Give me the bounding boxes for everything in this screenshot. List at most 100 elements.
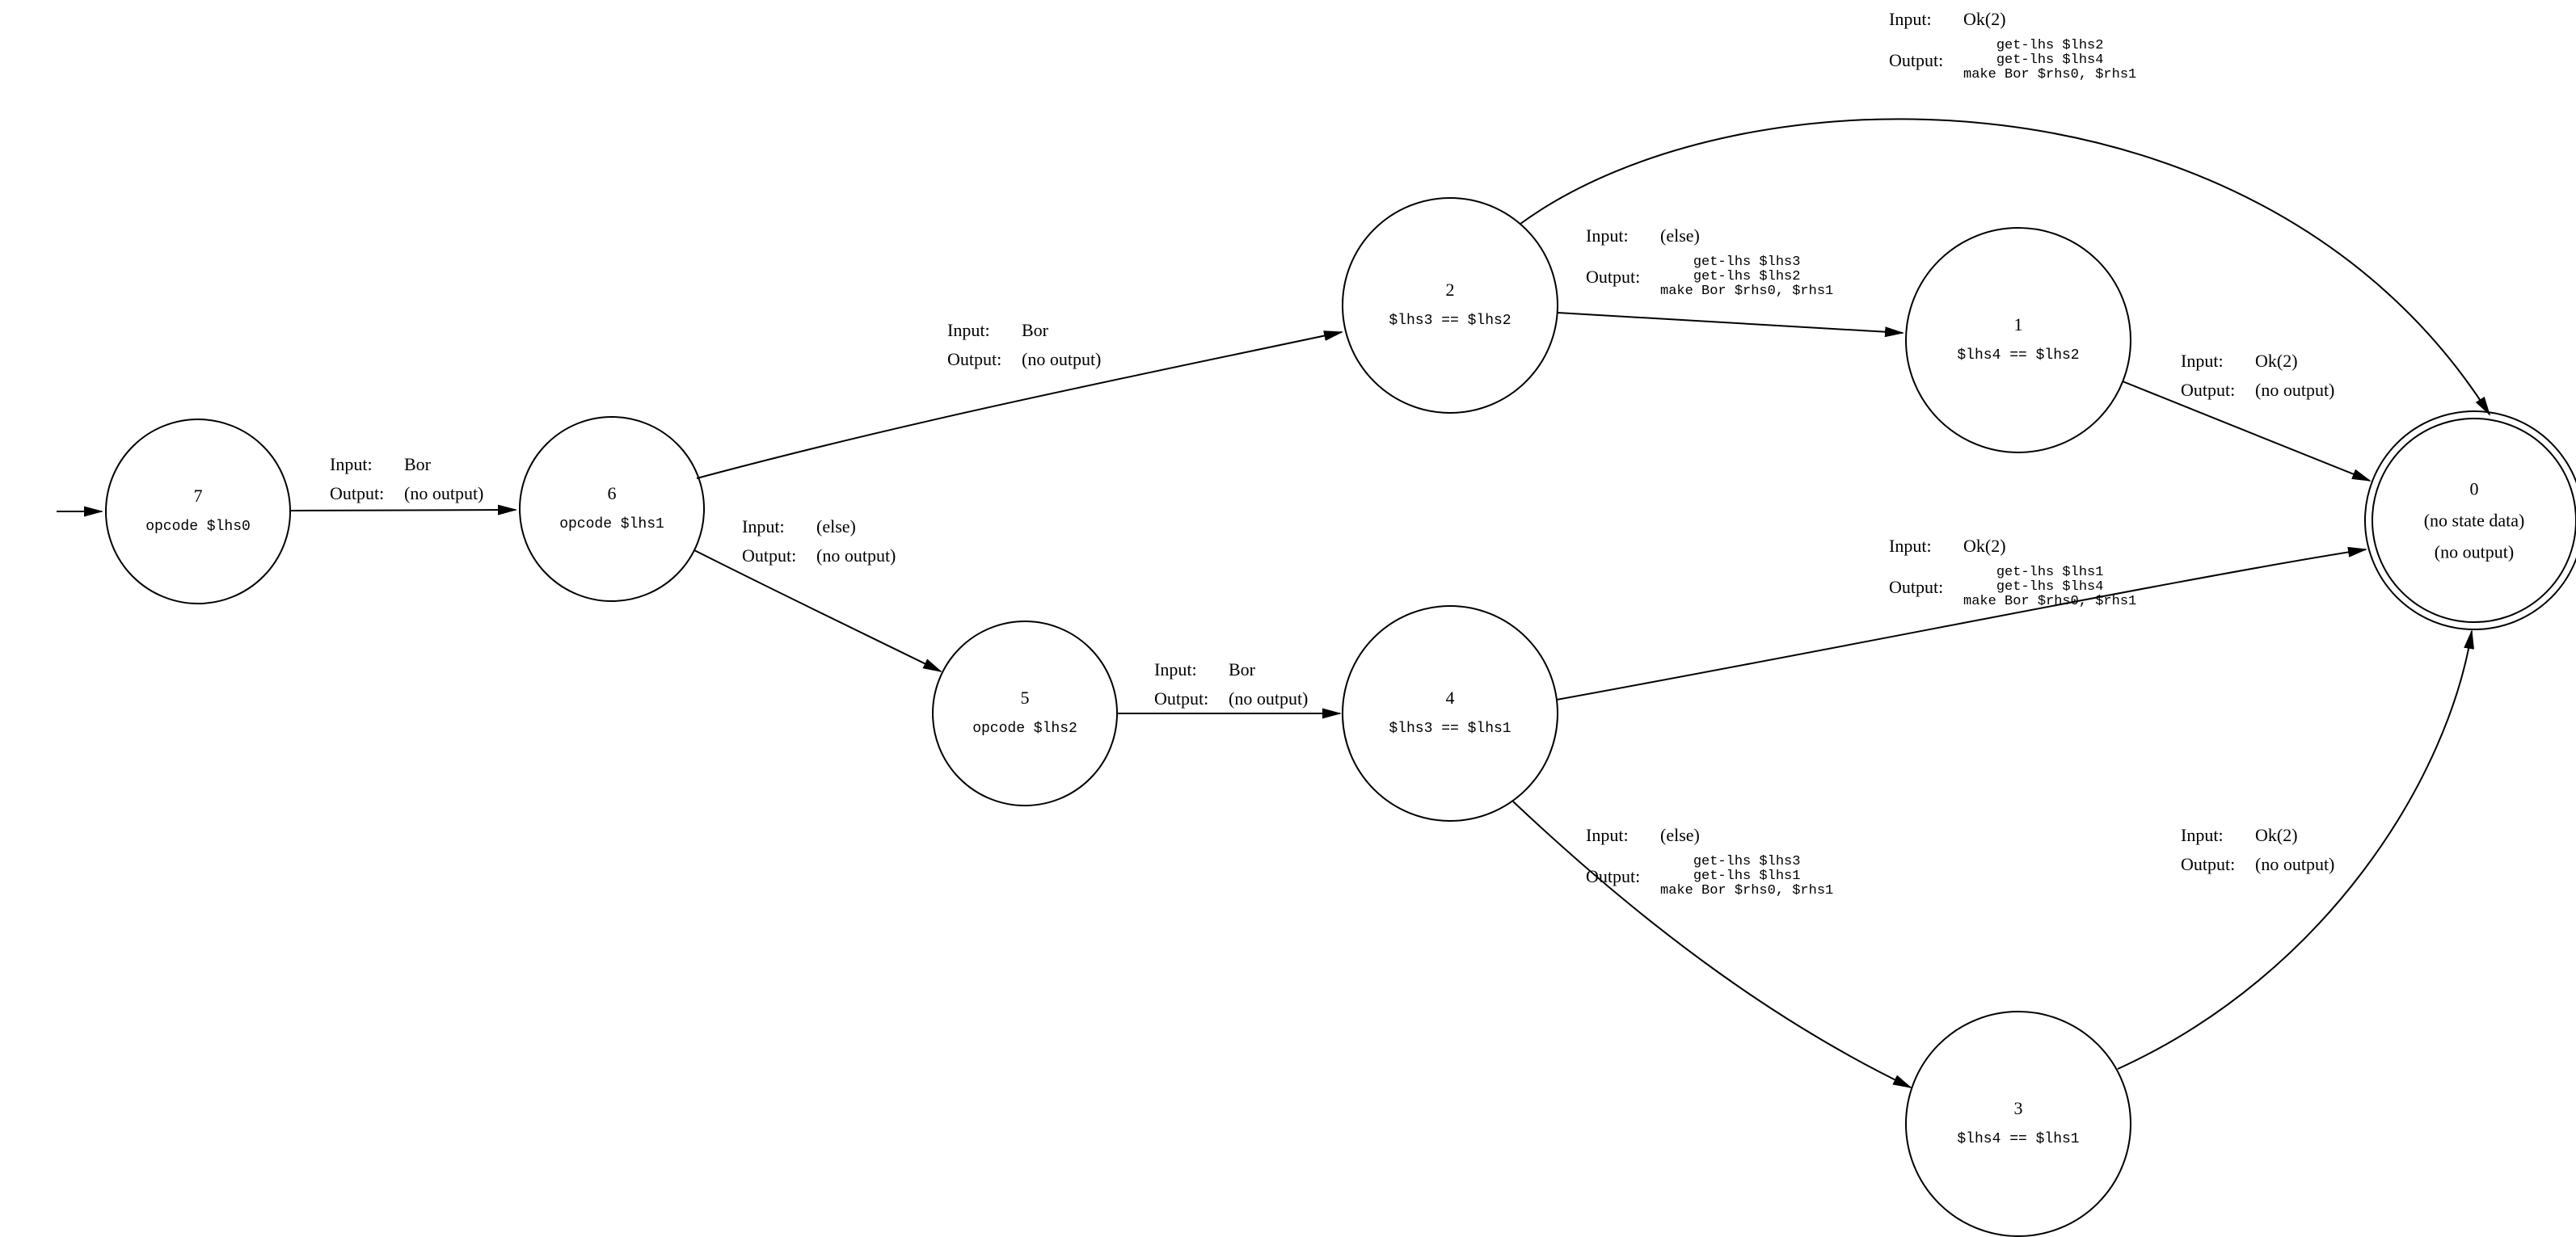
input-value: Ok(2) xyxy=(1963,9,2006,29)
input-key: Input: xyxy=(742,516,785,536)
input-value: (else) xyxy=(1660,225,1700,246)
state-id: 2 xyxy=(1445,280,1455,300)
state-id: 7 xyxy=(193,486,203,506)
input-key: Input: xyxy=(1154,659,1197,680)
edge-2-1 xyxy=(1557,312,1904,338)
edge-label-2-1: Input: (else) Output: get-lhs $lhs3 get-… xyxy=(1586,221,1833,299)
state-data: $lhs3 == $lhs2 xyxy=(1389,313,1511,329)
output-key: Output: xyxy=(1889,577,1944,597)
input-key: Input: xyxy=(1889,536,1932,556)
state-data-line1: (no state data) xyxy=(2423,510,2525,531)
output-line: make Bor $rhs0, $rhs1 xyxy=(1963,67,2137,82)
output-key: Output: xyxy=(2181,380,2236,400)
state-node-0: 0 (no state data) (no output) xyxy=(2424,473,2525,568)
output-line: get-lhs $lhs4 xyxy=(1996,53,2104,68)
state-node-4: 4 $lhs3 == $lhs1 xyxy=(1389,682,1511,745)
output-value: (no output) xyxy=(816,545,896,566)
output-line: get-lhs $lhs4 xyxy=(1996,579,2104,595)
output-key: Output: xyxy=(2181,854,2236,874)
state-id: 4 xyxy=(1445,688,1455,708)
state-node-2: 2 $lhs3 == $lhs2 xyxy=(1389,274,1511,337)
output-line: get-lhs $lhs2 xyxy=(1996,38,2104,53)
output-line: get-lhs $lhs1 xyxy=(1996,565,2104,580)
input-value: (else) xyxy=(1660,825,1700,845)
state-id: 0 xyxy=(2469,478,2479,499)
output-value: (no output) xyxy=(2255,854,2335,874)
state-id: 6 xyxy=(607,483,617,503)
state-circle-7 xyxy=(105,419,291,604)
output-value: get-lhs $lhs2 get-lhs $lhs4 make Bor $rh… xyxy=(1963,39,2136,82)
edge-4-0 xyxy=(1556,546,2367,701)
edge-label-4-0: Input: Ok(2) Output: get-lhs $lhs1 get-l… xyxy=(1889,532,2136,609)
state-node-1: 1 $lhs4 == $lhs2 xyxy=(1957,309,2079,372)
state-node-5: 5 opcode $lhs2 xyxy=(972,682,1077,745)
output-value: get-lhs $lhs1 get-lhs $lhs4 make Bor $rh… xyxy=(1963,566,2136,609)
input-key: Input: xyxy=(330,454,373,474)
state-circle-1 xyxy=(1905,227,2131,453)
output-key: Output: xyxy=(742,545,797,566)
output-line: get-lhs $lhs3 xyxy=(1693,255,1801,270)
state-id: 5 xyxy=(1020,688,1030,708)
state-node-3: 3 $lhs4 == $lhs1 xyxy=(1957,1092,2079,1155)
input-value: Ok(2) xyxy=(2255,351,2298,371)
edge-label-3-0: Input: Ok(2) Output: (no output) xyxy=(2181,821,2334,879)
input-key: Input: xyxy=(1889,9,1932,29)
edge-label-5-4: Input: Bor Output: (no output) xyxy=(1154,655,1308,713)
edge-label-4-3: Input: (else) Output: get-lhs $lhs3 get-… xyxy=(1586,821,1833,898)
state-data: opcode $lhs0 xyxy=(145,519,251,535)
edge-label-1-0: Input: Ok(2) Output: (no output) xyxy=(2181,347,2334,405)
output-key: Output: xyxy=(1586,267,1641,287)
state-circle-6 xyxy=(519,416,705,602)
input-value: (else) xyxy=(816,516,856,536)
output-line: make Bor $rhs0, $rhs1 xyxy=(1963,594,2137,609)
output-value: get-lhs $lhs3 get-lhs $lhs1 make Bor $rh… xyxy=(1660,855,1833,898)
state-node-6: 6 opcode $lhs1 xyxy=(559,478,664,541)
edge-6-5 xyxy=(694,549,942,672)
output-line: get-lhs $lhs3 xyxy=(1693,854,1801,869)
edge-label-6-5: Input: (else) Output: (no output) xyxy=(742,512,896,570)
input-key: Input: xyxy=(1586,225,1629,246)
input-key: Input: xyxy=(947,320,990,340)
output-key: Output: xyxy=(1889,50,1944,70)
output-key: Output: xyxy=(1586,866,1641,886)
output-value: (no output) xyxy=(404,483,484,503)
input-value: Bor xyxy=(1229,659,1255,680)
output-key: Output: xyxy=(330,483,385,503)
output-line: get-lhs $lhs2 xyxy=(1693,269,1801,284)
state-circle-3 xyxy=(1905,1011,2131,1237)
state-circle-4 xyxy=(1342,605,1558,822)
input-key: Input: xyxy=(2181,825,2224,845)
output-line: make Bor $rhs0, $rhs1 xyxy=(1660,284,1834,299)
state-data: opcode $lhs1 xyxy=(559,516,664,532)
input-value: Ok(2) xyxy=(1963,536,2006,556)
state-circle-0-inner xyxy=(2372,418,2576,623)
state-id: 1 xyxy=(2013,314,2023,334)
input-key: Input: xyxy=(1586,825,1629,845)
state-data: $lhs4 == $lhs1 xyxy=(1957,1131,2080,1147)
state-circle-2 xyxy=(1342,197,1558,414)
edge-1-0 xyxy=(2122,381,2372,482)
input-key: Input: xyxy=(2181,351,2224,371)
edge-7-6 xyxy=(289,504,517,515)
edge-label-7-6: Input: Bor Output: (no output) xyxy=(330,450,483,508)
input-value: Bor xyxy=(404,454,431,474)
state-data: $lhs4 == $lhs2 xyxy=(1957,347,2080,364)
state-id: 3 xyxy=(2013,1098,2023,1118)
output-value: (no output) xyxy=(2255,380,2335,400)
output-value: get-lhs $lhs3 get-lhs $lhs2 make Bor $rh… xyxy=(1660,255,1833,299)
edge-3-0 xyxy=(2117,629,2475,1070)
edge-4-3 xyxy=(1512,801,1912,1088)
input-value: Ok(2) xyxy=(2255,825,2298,845)
state-node-7: 7 opcode $lhs0 xyxy=(145,480,251,543)
edge-2-0 xyxy=(1520,118,2491,416)
state-data: $lhs3 == $lhs1 xyxy=(1389,721,1511,737)
output-line: get-lhs $lhs1 xyxy=(1693,869,1801,884)
state-data: opcode $lhs2 xyxy=(972,721,1077,737)
edge-6-2 xyxy=(696,330,1343,479)
edge-label-6-2: Input: Bor Output: (no output) xyxy=(947,316,1101,374)
input-value: Bor xyxy=(1022,320,1048,340)
output-key: Output: xyxy=(947,349,1002,369)
output-line: make Bor $rhs0, $rhs1 xyxy=(1660,883,1834,898)
